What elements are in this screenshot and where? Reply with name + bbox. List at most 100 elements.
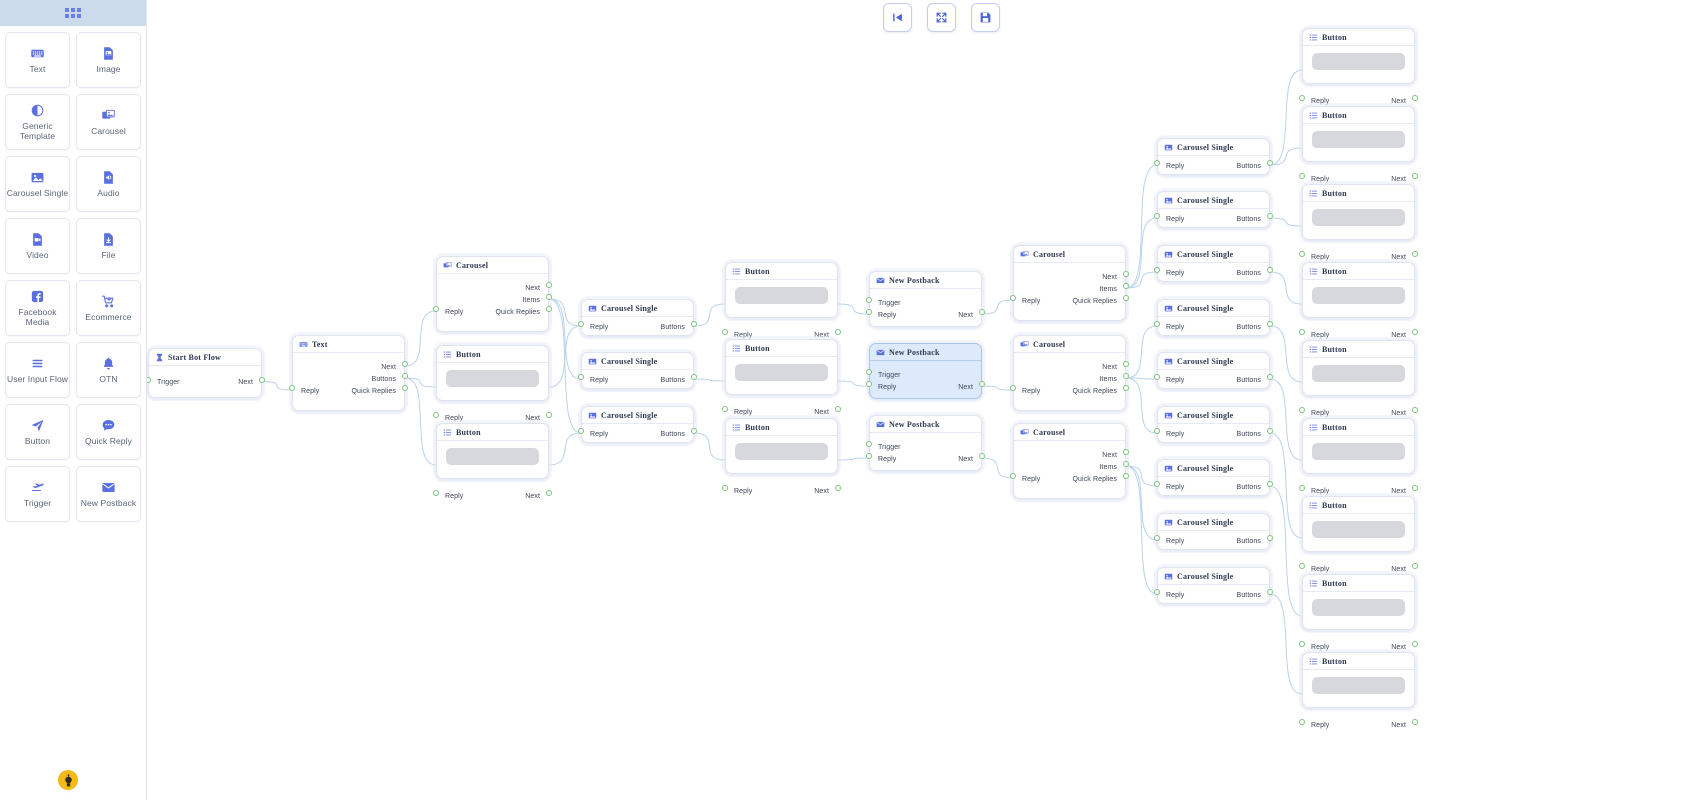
output-port-items[interactable]: Items	[1099, 284, 1117, 294]
palette-item-button[interactable]: Button	[5, 404, 70, 460]
input-port-reply[interactable]: Reply	[1166, 590, 1184, 600]
collapse-arrows-icon[interactable]	[927, 3, 956, 32]
palette-item-audio[interactable]: Audio	[76, 156, 141, 212]
port-dot-in[interactable]	[722, 485, 728, 491]
output-port-quick-replies[interactable]: Quick Replies	[1073, 296, 1117, 306]
port-dot-out[interactable]	[546, 282, 552, 288]
output-port-buttons[interactable]: Buttons	[1237, 482, 1261, 492]
port-dot-out[interactable]	[1267, 374, 1273, 380]
port-dot-out[interactable]	[1412, 251, 1418, 257]
input-port-reply[interactable]: Reply	[590, 429, 608, 439]
output-port-next[interactable]: Next	[1391, 408, 1406, 418]
port-dot-out[interactable]	[1412, 173, 1418, 179]
port-dot-out[interactable]	[402, 385, 408, 391]
input-port-reply[interactable]: Reply	[301, 386, 319, 396]
output-port-buttons[interactable]: Buttons	[1237, 590, 1261, 600]
port-dot-out[interactable]	[1412, 563, 1418, 569]
port-dot-out[interactable]	[1123, 461, 1129, 467]
output-port-buttons[interactable]: Buttons	[1237, 161, 1261, 171]
port-dot-out[interactable]	[979, 453, 985, 459]
output-port-next[interactable]: Next	[958, 382, 973, 392]
grid-apps-icon[interactable]	[65, 8, 81, 18]
output-port-next[interactable]: Next	[1391, 174, 1406, 184]
palette-item-new-postback[interactable]: New Postback	[76, 466, 141, 522]
output-port-next[interactable]: Next	[1102, 362, 1117, 372]
port-dot-in[interactable]	[866, 369, 872, 375]
port-dot-in[interactable]	[1010, 473, 1016, 479]
input-port-reply[interactable]: Reply	[1166, 322, 1184, 332]
port-dot-out[interactable]	[402, 373, 408, 379]
output-port-next[interactable]: Next	[1391, 486, 1406, 496]
port-dot-in[interactable]	[1154, 213, 1160, 219]
palette-item-user-input-flow[interactable]: User Input Flow	[5, 342, 70, 398]
output-port-next[interactable]: Next	[1391, 720, 1406, 730]
port-dot-out[interactable]	[1412, 407, 1418, 413]
output-port-next[interactable]: Next	[1391, 564, 1406, 574]
port-dot-out[interactable]	[546, 412, 552, 418]
port-dot-out[interactable]	[1123, 385, 1129, 391]
input-port-reply[interactable]: Reply	[1166, 268, 1184, 278]
port-dot-out[interactable]	[835, 485, 841, 491]
input-port-reply[interactable]: Reply	[734, 330, 752, 340]
input-port-reply[interactable]: Reply	[734, 486, 752, 496]
input-port-trigger[interactable]: Trigger	[878, 298, 901, 308]
output-port-next[interactable]: Next	[1102, 450, 1117, 460]
port-dot-in[interactable]	[147, 376, 151, 383]
input-port-reply[interactable]: Reply	[1311, 720, 1329, 730]
output-port-next[interactable]: Next	[238, 378, 253, 388]
port-dot-in[interactable]	[578, 321, 584, 327]
port-dot-out[interactable]	[835, 329, 841, 335]
input-port-reply[interactable]: Reply	[1166, 214, 1184, 224]
input-port-reply[interactable]: Reply	[1311, 252, 1329, 262]
output-port-quick-replies[interactable]: Quick Replies	[1073, 386, 1117, 396]
port-dot-in[interactable]	[1154, 589, 1160, 595]
input-port-reply[interactable]: Reply	[878, 310, 896, 320]
output-port-buttons[interactable]: Buttons	[661, 429, 685, 439]
palette-item-ecommerce[interactable]: Ecommerce	[76, 280, 141, 336]
port-dot-out[interactable]	[1412, 719, 1418, 725]
port-dot-out[interactable]	[1412, 329, 1418, 335]
port-dot-out[interactable]	[1412, 485, 1418, 491]
input-port-reply[interactable]: Reply	[1166, 536, 1184, 546]
output-port-buttons[interactable]: Buttons	[661, 322, 685, 332]
port-dot-out[interactable]	[691, 374, 697, 380]
port-dot-in[interactable]	[433, 412, 439, 418]
port-dot-out[interactable]	[1267, 481, 1273, 487]
input-port-reply[interactable]: Reply	[1311, 486, 1329, 496]
output-port-items[interactable]: Items	[1099, 374, 1117, 384]
palette-item-facebook-media[interactable]: Facebook Media	[5, 280, 70, 336]
input-port-reply[interactable]: Reply	[1022, 296, 1040, 306]
port-dot-out[interactable]	[1267, 428, 1273, 434]
input-port-reply[interactable]: Reply	[1311, 96, 1329, 106]
port-dot-out[interactable]	[835, 406, 841, 412]
input-port-reply[interactable]: Reply	[445, 491, 463, 501]
output-port-buttons[interactable]: Buttons	[1237, 268, 1261, 278]
palette-item-text[interactable]: Text	[5, 32, 70, 88]
port-dot-in[interactable]	[1154, 374, 1160, 380]
port-dot-out[interactable]	[546, 294, 552, 300]
port-dot-in[interactable]	[1299, 251, 1305, 257]
output-port-next[interactable]: Next	[814, 330, 829, 340]
port-dot-out[interactable]	[1267, 160, 1273, 166]
palette-item-quick-reply[interactable]: Quick Reply	[76, 404, 141, 460]
output-port-quick-replies[interactable]: Quick Replies	[1073, 474, 1117, 484]
